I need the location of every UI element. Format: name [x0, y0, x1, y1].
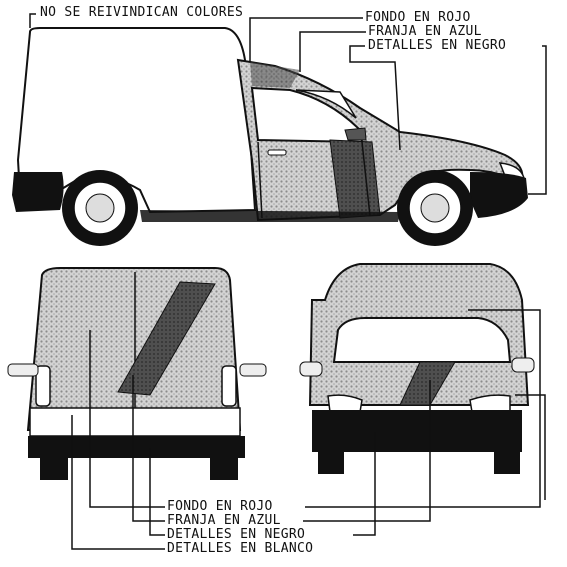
- rear-blue-stripe: [117, 281, 216, 396]
- leader-side-black-2: [528, 45, 547, 195]
- van-front-view: [299, 263, 535, 474]
- label-bottom-black-details: DETALLES EN NEGRO: [167, 527, 306, 542]
- front-mirror-left: [299, 361, 323, 377]
- leader-front-blue: [303, 380, 431, 522]
- rear-wheel-left: [40, 456, 68, 480]
- front-bumper-side: [470, 172, 528, 218]
- rear-light-right: [221, 365, 237, 407]
- leader-rear-black: [149, 448, 165, 536]
- van-rear-view: [7, 267, 267, 480]
- rear-wheel-right: [210, 456, 238, 480]
- label-no-colors: NO SE REIVINDICAN COLORES: [40, 5, 244, 20]
- leader-side-black: [349, 45, 401, 151]
- leader-front-black: [353, 432, 376, 536]
- front-wheel-right: [494, 448, 520, 474]
- side-mirror: [344, 127, 367, 141]
- front-bumper: [312, 410, 522, 452]
- leader-rear-blue: [132, 375, 165, 522]
- leader-rear-red: [89, 330, 165, 508]
- headlight-left: [327, 394, 363, 413]
- leader-rear-white: [71, 415, 165, 550]
- rear-white-panel: [29, 407, 241, 437]
- sill-side: [140, 210, 400, 222]
- leader-no-colors: [29, 13, 36, 28]
- quarter-window: [295, 89, 357, 119]
- headlight-right: [469, 394, 511, 413]
- label-side-black-details: DETALLES EN NEGRO: [368, 38, 507, 53]
- label-side-blue-stripe: FRANJA EN AZUL: [368, 24, 482, 39]
- label-bottom-white-details: DETALLES EN BLANCO: [167, 541, 314, 556]
- leader-side-red: [249, 17, 363, 62]
- door-handle: [267, 149, 287, 156]
- side-blue-stripe-upper: [250, 62, 300, 88]
- windscreen: [332, 317, 512, 363]
- label-side-red-background: FONDO EN ROJO: [365, 10, 471, 25]
- front-wheel-left: [318, 448, 344, 474]
- rear-light-left: [35, 365, 51, 407]
- leader-lines: [29, 13, 547, 550]
- leader-front-red-2: [515, 394, 546, 500]
- rear-mirror-right: [239, 363, 267, 377]
- front-mirror-right: [511, 357, 535, 373]
- leader-side-blue: [299, 31, 366, 72]
- rear-mirror-left: [7, 363, 39, 377]
- rear-bumper: [28, 436, 245, 458]
- leader-front-red: [305, 309, 541, 508]
- label-bottom-red-background: FONDO EN ROJO: [167, 499, 273, 514]
- rear-bumper-side: [12, 172, 64, 212]
- van-side-view: [12, 27, 528, 246]
- label-bottom-blue-stripe: FRANJA EN AZUL: [167, 513, 281, 528]
